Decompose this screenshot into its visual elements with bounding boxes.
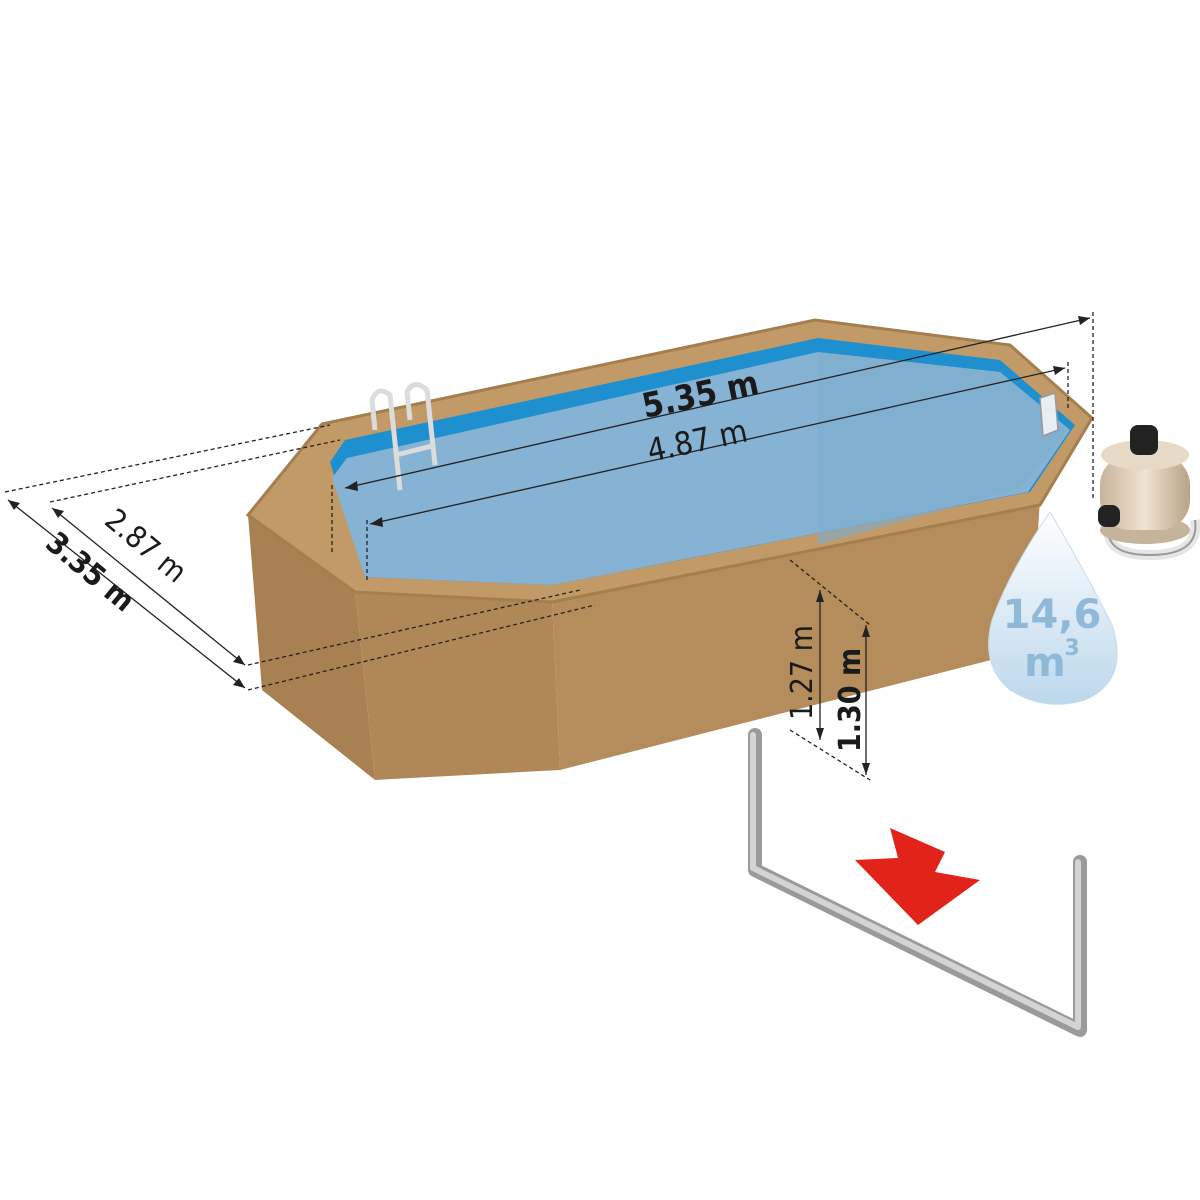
water-drop-icon [988, 511, 1118, 705]
dimension-arrowheads [8, 316, 1090, 775]
ladder-icon [369, 382, 438, 491]
volume-exponent: 3 [1064, 636, 1079, 661]
water-height-label: 1.27 m [785, 625, 820, 720]
pool-walls [248, 500, 1040, 780]
volume-value: 14,6 [1003, 592, 1102, 638]
dimension-lines [4, 312, 1094, 781]
down-arrow-icon [855, 828, 980, 925]
sand-filter [1098, 425, 1200, 561]
volume-unit: m [1024, 640, 1066, 686]
wall-height-label: 1.30 m [833, 648, 868, 752]
skimmer [1039, 391, 1059, 438]
